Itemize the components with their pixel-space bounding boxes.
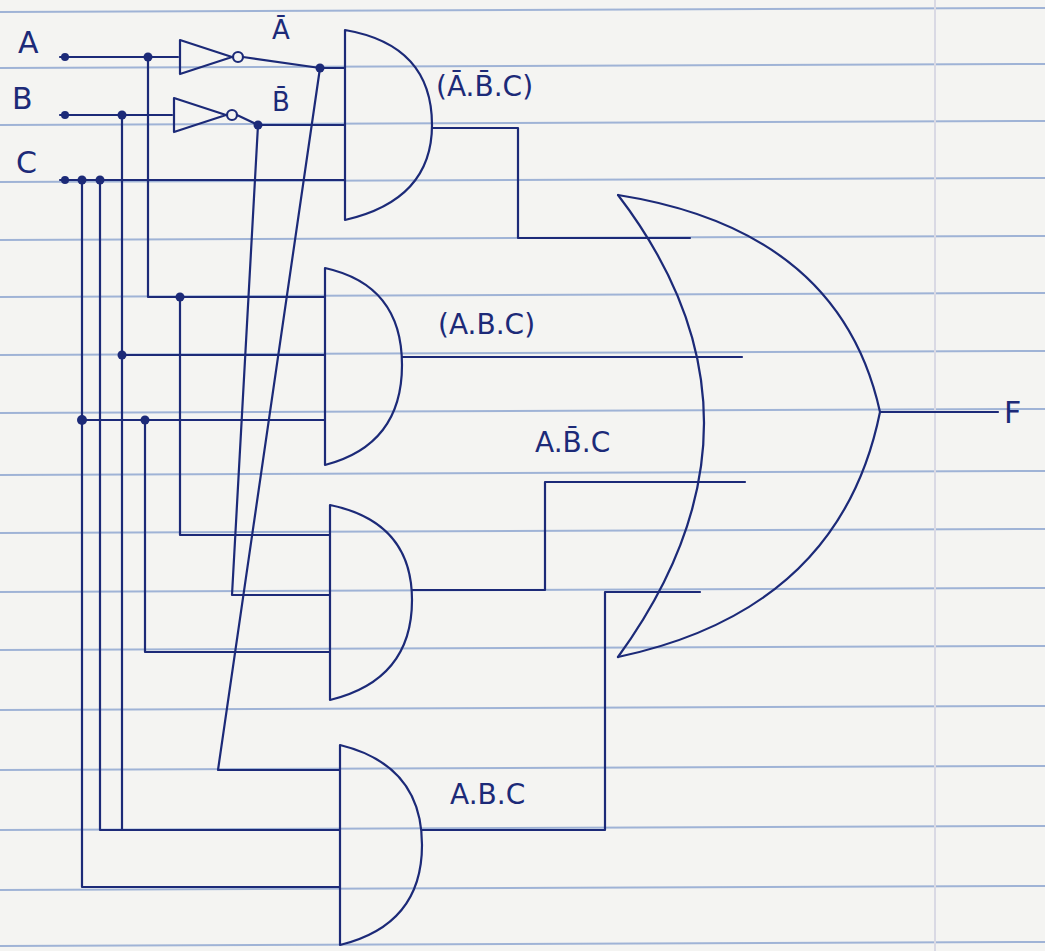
or-gate-front xyxy=(618,195,880,657)
bus-wire xyxy=(148,57,325,297)
bus-wire xyxy=(121,355,123,830)
input-b-wire xyxy=(60,114,172,116)
bus-wire xyxy=(180,297,330,535)
bus-wire xyxy=(232,125,330,595)
not-bubble xyxy=(227,110,237,120)
term-label: A.B.C xyxy=(450,780,525,811)
bus-wire xyxy=(82,180,325,420)
bus-wire xyxy=(218,68,340,770)
and-gate xyxy=(340,745,422,945)
input-name: B xyxy=(12,82,33,115)
and-gate xyxy=(325,268,402,465)
not-b-wire xyxy=(237,115,345,125)
signal-name: Ā xyxy=(272,16,290,45)
bus-wire xyxy=(145,420,330,652)
not-bubble xyxy=(233,52,243,62)
input-name: C xyxy=(16,146,37,179)
and-gate xyxy=(330,505,412,700)
junction-dots xyxy=(61,53,325,426)
term-label: A.B̄.C xyxy=(535,428,610,459)
not-gate xyxy=(174,98,226,132)
term-label: (Ā.B̄.C) xyxy=(436,72,533,103)
output-f-wire xyxy=(880,411,998,413)
ruled-lines xyxy=(0,8,1045,946)
output-wire xyxy=(422,592,700,830)
output-wire xyxy=(402,356,742,358)
and-gate xyxy=(345,30,432,220)
signal-name: B̄ xyxy=(272,88,290,117)
or-gate-back xyxy=(618,195,704,657)
not-a-wire xyxy=(243,57,345,68)
term-label: (A.B.C) xyxy=(438,310,535,341)
input-a-wire xyxy=(60,56,178,58)
input-name: A xyxy=(18,26,39,59)
margin-line xyxy=(934,0,936,951)
output-name: F xyxy=(1004,396,1021,429)
bus-wire xyxy=(122,115,325,355)
bus-wire xyxy=(82,420,340,887)
output-wire xyxy=(432,128,690,238)
bus-wire xyxy=(100,180,340,830)
not-gate xyxy=(180,40,232,74)
